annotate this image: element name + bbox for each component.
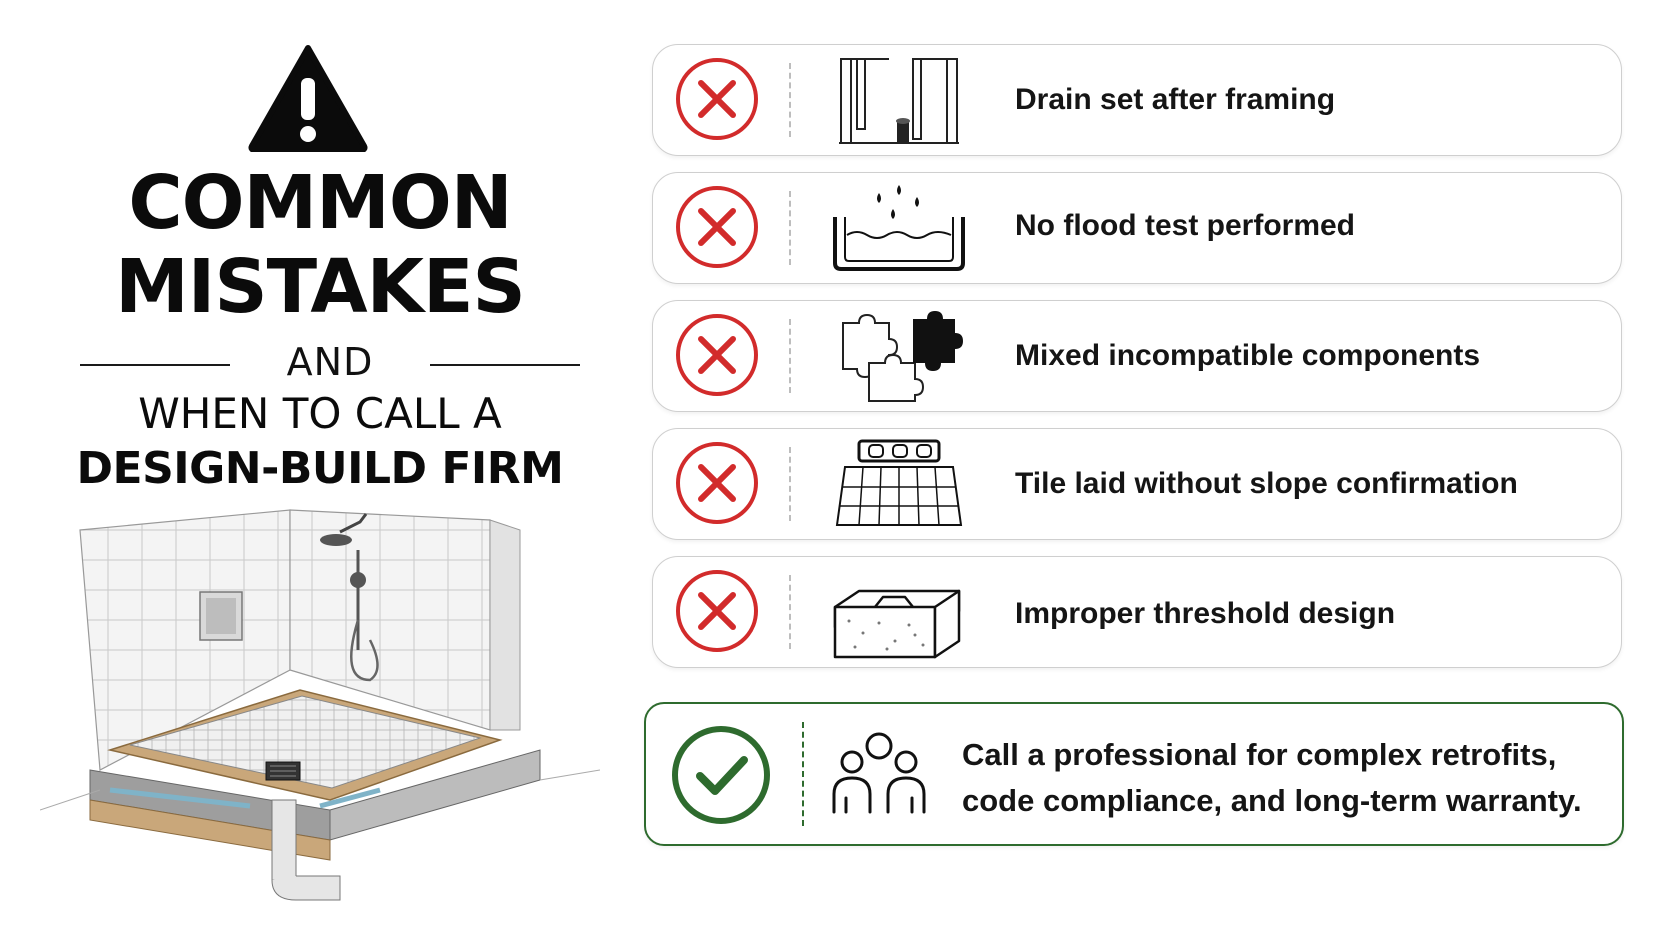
title-and: AND (286, 340, 374, 384)
title-design-build-firm: DESIGN-BUILD FIRM (76, 443, 564, 494)
card-separator (789, 63, 791, 137)
divider-left (80, 364, 230, 366)
card-separator (789, 575, 791, 649)
mistake-label: Mixed incompatible components (1015, 339, 1481, 372)
mistake-card-2: No flood test performed (652, 172, 1622, 284)
shower-cutaway-illustration (40, 509, 600, 901)
card-separator (789, 191, 791, 265)
recommendation-line-2: code compliance, and long-term warranty. (962, 783, 1582, 818)
success-check-icon (672, 726, 770, 824)
mistake-label: Drain set after framing (1015, 83, 1336, 116)
and-divider: AND (80, 338, 580, 388)
threshold-icon (833, 589, 961, 659)
mistake-label: No flood test performed (1015, 209, 1356, 242)
recommendation-text: Call a professional for complex retrofit… (962, 732, 1582, 824)
title-panel: COMMON MISTAKES AND WHEN TO CALL A DESIG… (40, 40, 600, 920)
error-x-icon (676, 58, 758, 140)
title-mistakes: MISTAKES (115, 244, 526, 330)
error-x-icon (676, 314, 758, 396)
puzzle-pieces-icon (842, 311, 963, 402)
title-common: COMMON (128, 160, 512, 246)
divider-right (430, 364, 580, 366)
mistake-card-1: Drain set after framing (652, 44, 1622, 156)
flood-test-icon (833, 185, 965, 271)
error-x-icon (676, 442, 758, 524)
warning-icon (248, 45, 368, 152)
professionals-icon (832, 732, 926, 814)
card-separator (789, 447, 791, 521)
card-separator (802, 722, 804, 826)
mistake-card-3: Mixed incompatible components (652, 300, 1622, 412)
title-when-to-call: WHEN TO CALL A (138, 389, 502, 438)
level-tile-icon (835, 439, 963, 526)
card-separator (789, 319, 791, 393)
mistake-label: Improper threshold design (1015, 597, 1396, 630)
mistake-card-5: Improper threshold design (652, 556, 1622, 668)
professional-recommendation-card: Call a professional for complex retrofit… (644, 702, 1624, 846)
error-x-icon (676, 570, 758, 652)
framing-drain-icon (839, 58, 959, 144)
recommendation-line-1: Call a professional for complex retrofit… (962, 737, 1557, 772)
mistake-card-4: Tile laid without slope confirmation (652, 428, 1622, 540)
mistake-label: Tile laid without slope confirmation (1015, 467, 1518, 500)
error-x-icon (676, 186, 758, 268)
